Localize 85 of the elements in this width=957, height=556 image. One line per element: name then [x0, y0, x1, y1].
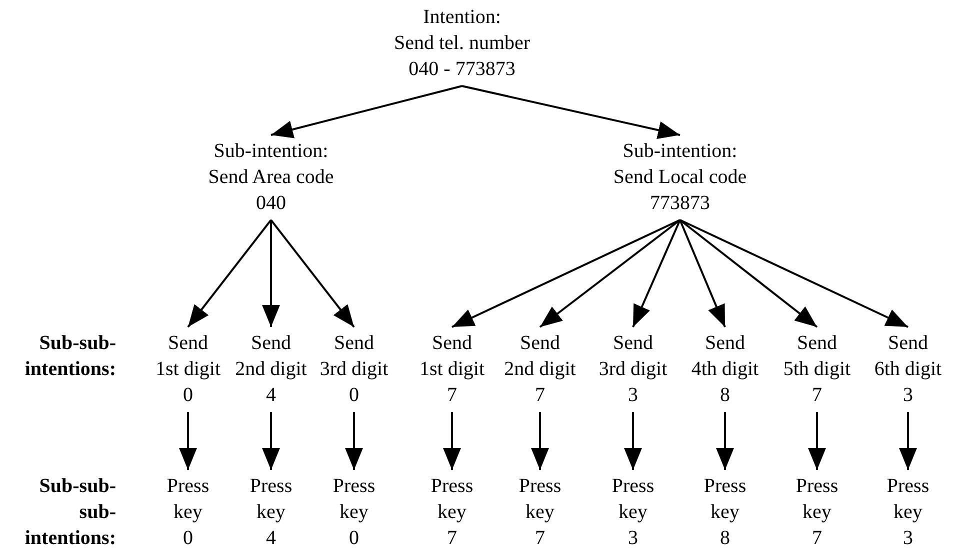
node-text: 3	[627, 383, 639, 408]
node-text: 0	[182, 526, 194, 551]
node-text: 2nd digit	[234, 357, 308, 382]
node-text: 3	[902, 526, 914, 551]
node-text: Press	[332, 474, 376, 499]
arrow	[179, 412, 197, 470]
arrow	[187, 219, 272, 328]
arrow	[679, 220, 726, 328]
node-text: Send	[167, 331, 209, 356]
node-text: 3	[627, 526, 639, 551]
node-text: Send	[333, 331, 375, 356]
node-text: Press	[518, 474, 562, 499]
arrow	[270, 85, 462, 138]
node-text: 3rd digit	[598, 357, 668, 382]
arrow	[808, 412, 826, 470]
arrow	[262, 220, 280, 327]
arrow	[899, 412, 917, 470]
node-text: 773873	[649, 191, 711, 216]
arrow	[716, 412, 734, 470]
node-text: Send tel. number	[392, 31, 532, 56]
node-text: key	[524, 500, 556, 525]
node-text: Press	[794, 474, 840, 499]
node-text: 7	[446, 526, 458, 551]
node-text: Press	[166, 474, 210, 499]
row-label: Sub-sub- sub- intentions:	[24, 474, 116, 551]
node-text: Press	[886, 474, 930, 499]
node-text: 1st digit	[154, 357, 222, 382]
node-text: 4th digit	[690, 357, 760, 382]
node-text: key	[172, 500, 204, 525]
arrow	[270, 219, 355, 328]
arrow	[624, 412, 642, 470]
node-text: Press	[430, 474, 474, 499]
node-text: Press	[610, 474, 656, 499]
node-text: 7	[534, 526, 546, 551]
node-text: key	[618, 500, 648, 525]
node-text: Send Local code	[612, 165, 748, 190]
node-text: 040 - 773873	[408, 57, 516, 82]
arrow	[462, 85, 680, 139]
node-text: 6th digit	[873, 357, 943, 382]
node-text: key	[710, 500, 740, 525]
node-text: Press	[702, 474, 748, 499]
node-text: key	[436, 500, 468, 525]
arrow	[262, 412, 280, 470]
node-text: 5th digit	[782, 357, 852, 382]
arrow	[345, 412, 363, 470]
node-text: 8	[719, 526, 731, 551]
node-text: 0	[348, 526, 360, 551]
node-text: Send	[431, 331, 473, 356]
node-text: key	[892, 500, 924, 525]
node-text: 0	[348, 383, 360, 408]
node-text: 4	[265, 526, 277, 551]
node-text: Send	[887, 331, 929, 356]
node-text: key	[802, 500, 832, 525]
node-text: 7	[534, 383, 546, 408]
arrow	[531, 412, 549, 470]
node-text: 0	[182, 383, 194, 408]
node-text: key	[338, 500, 370, 525]
node-text: Press	[248, 474, 294, 499]
node-text: 7	[446, 383, 458, 408]
node-text: 4	[265, 383, 277, 408]
node-text: Intention:	[422, 5, 502, 30]
node-text: 040	[255, 191, 287, 216]
arrow	[443, 412, 461, 470]
node-text: Sub-intention:	[212, 139, 330, 164]
row-label: Sub-sub- intentions:	[24, 331, 116, 382]
node-text: 7	[811, 383, 823, 408]
node-text: key	[256, 500, 286, 525]
node-text: 3	[902, 383, 914, 408]
arrow	[680, 219, 908, 328]
arrow	[632, 220, 681, 328]
node-text: 2nd digit	[503, 357, 577, 382]
node-text: Send	[519, 331, 561, 356]
node-text: Send	[612, 331, 654, 356]
node-text: Send	[250, 331, 292, 356]
node-text: Send	[796, 331, 838, 356]
node-text: Send Area code	[207, 165, 335, 190]
arrow	[539, 219, 681, 328]
node-text: 3rd digit	[318, 357, 390, 382]
node-text: Sub-intention:	[622, 139, 738, 164]
arrow	[452, 219, 680, 328]
node-text: 1st digit	[418, 357, 486, 382]
arrow	[679, 219, 818, 328]
node-text: 8	[719, 383, 731, 408]
node-text: 7	[811, 526, 823, 551]
node-text: Send	[704, 331, 746, 356]
